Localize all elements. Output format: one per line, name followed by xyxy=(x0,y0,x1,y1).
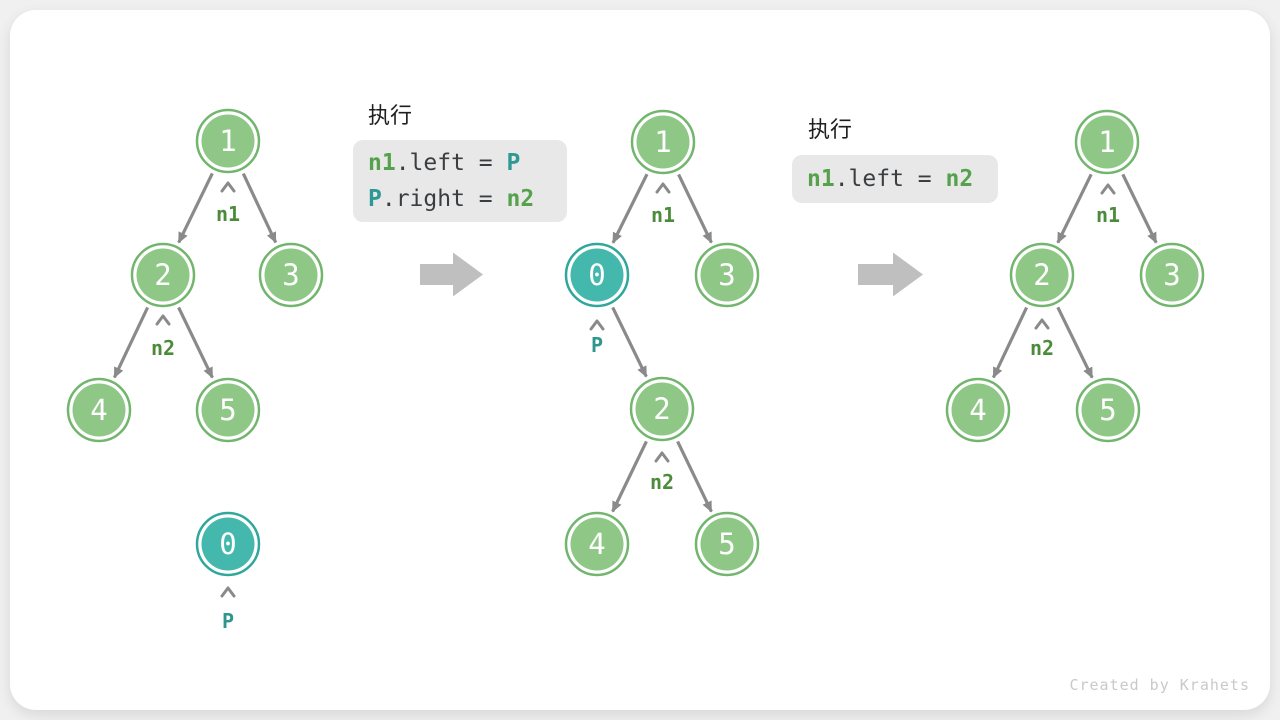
code-token: P xyxy=(506,150,521,176)
edge-1-2 xyxy=(177,172,214,244)
tree-node: 2 xyxy=(629,376,695,442)
edge-1-0 xyxy=(611,173,649,244)
pointer-caret-icon xyxy=(1034,318,1050,330)
edge-0-2 xyxy=(611,306,648,378)
code-token: .right = xyxy=(381,186,507,212)
right-block-arrow-icon xyxy=(858,252,923,297)
tree-intermediate: n1 P n2 1 0 3 2 4 xyxy=(564,109,760,577)
code-token: .left = xyxy=(395,150,507,176)
node-value: 0 xyxy=(588,258,605,292)
node-value: 4 xyxy=(90,393,107,427)
tree-node: 4 xyxy=(66,377,132,443)
edge-2-5 xyxy=(177,306,214,379)
edge-1-3 xyxy=(241,172,278,244)
watermark-credit: Created by Krahets xyxy=(1069,676,1250,694)
code-token: n2 xyxy=(506,186,535,212)
tree-node: 5 xyxy=(1075,377,1141,443)
pointer-label-p: P xyxy=(591,333,603,357)
node-value: 3 xyxy=(1163,258,1180,292)
node-value: 5 xyxy=(1099,393,1116,427)
node-value: 5 xyxy=(219,393,236,427)
tree-node: 5 xyxy=(195,377,261,443)
node-value: 3 xyxy=(282,258,299,292)
edge-1-3 xyxy=(1121,173,1158,244)
code-box-2: n1.left = n2 xyxy=(792,155,998,203)
node-value: 3 xyxy=(718,258,735,292)
code-token: n1 xyxy=(807,166,835,192)
tree-node-p: 0 xyxy=(564,242,630,308)
pointer-label-p: P xyxy=(222,609,234,633)
pointer-caret-icon xyxy=(589,319,605,331)
tree-node: 1 xyxy=(195,108,261,174)
pointer-caret-icon xyxy=(220,586,236,598)
exec-title-2: 执行 xyxy=(808,117,853,142)
code-token: n1 xyxy=(368,150,396,176)
node-value: 2 xyxy=(154,258,171,292)
tree-initial: n1 n2 P 1 2 3 4 5 xyxy=(66,108,324,633)
tree-node: 4 xyxy=(945,377,1011,443)
tree-node: 3 xyxy=(694,242,760,308)
pointer-caret-icon xyxy=(155,314,171,326)
tree-node: 2 xyxy=(130,242,196,308)
exec-title-1: 执行 xyxy=(368,103,413,128)
tree-final: n1 n2 1 2 3 4 5 xyxy=(945,109,1205,443)
right-block-arrow-icon xyxy=(420,252,483,297)
node-value: 2 xyxy=(653,392,670,426)
node-value: 2 xyxy=(1033,258,1050,292)
tree-node: 1 xyxy=(630,109,696,175)
edge-2-5 xyxy=(1056,306,1094,379)
tree-node: 3 xyxy=(1139,242,1205,308)
tree-node: 5 xyxy=(694,511,760,577)
tree-node: 1 xyxy=(1074,109,1140,175)
edge-2-4 xyxy=(611,440,648,513)
tree-node-p: 0 xyxy=(195,511,261,577)
edge-2-4 xyxy=(991,306,1029,379)
pointer-label-n1: n1 xyxy=(651,203,675,227)
edge-2-4 xyxy=(112,306,150,379)
node-value: 4 xyxy=(969,393,986,427)
code-line: P.right = n2 xyxy=(353,181,567,217)
code-line: n1.left = P xyxy=(353,145,567,181)
node-value: 4 xyxy=(588,527,605,561)
tree-node: 3 xyxy=(258,242,324,308)
edge-1-3 xyxy=(677,173,713,244)
code-token: P xyxy=(368,186,382,212)
pointer-caret-icon xyxy=(1100,183,1116,195)
edge-1-2 xyxy=(1056,173,1093,244)
code-line: n1.left = n2 xyxy=(792,161,998,197)
pointer-caret-icon xyxy=(220,181,236,193)
edge-2-5 xyxy=(676,440,713,513)
node-value: 1 xyxy=(219,124,236,158)
pointer-label-n2: n2 xyxy=(1030,336,1054,360)
code-token: n2 xyxy=(945,166,974,192)
pointer-label-n1: n1 xyxy=(1096,203,1120,227)
node-value: 1 xyxy=(1098,125,1115,159)
pointer-caret-icon xyxy=(654,451,670,463)
node-value: 1 xyxy=(654,125,671,159)
pointer-caret-icon xyxy=(655,182,671,194)
code-token: .left = xyxy=(834,166,946,192)
code-box-1: n1.left = P P.right = n2 xyxy=(353,140,567,222)
pointer-label-n1: n1 xyxy=(216,202,240,226)
pointer-label-n2: n2 xyxy=(151,336,175,360)
tree-node: 4 xyxy=(564,511,630,577)
tree-node: 2 xyxy=(1009,242,1075,308)
node-value: 0 xyxy=(219,527,236,561)
node-value: 5 xyxy=(718,527,735,561)
pointer-label-n2: n2 xyxy=(650,470,674,494)
